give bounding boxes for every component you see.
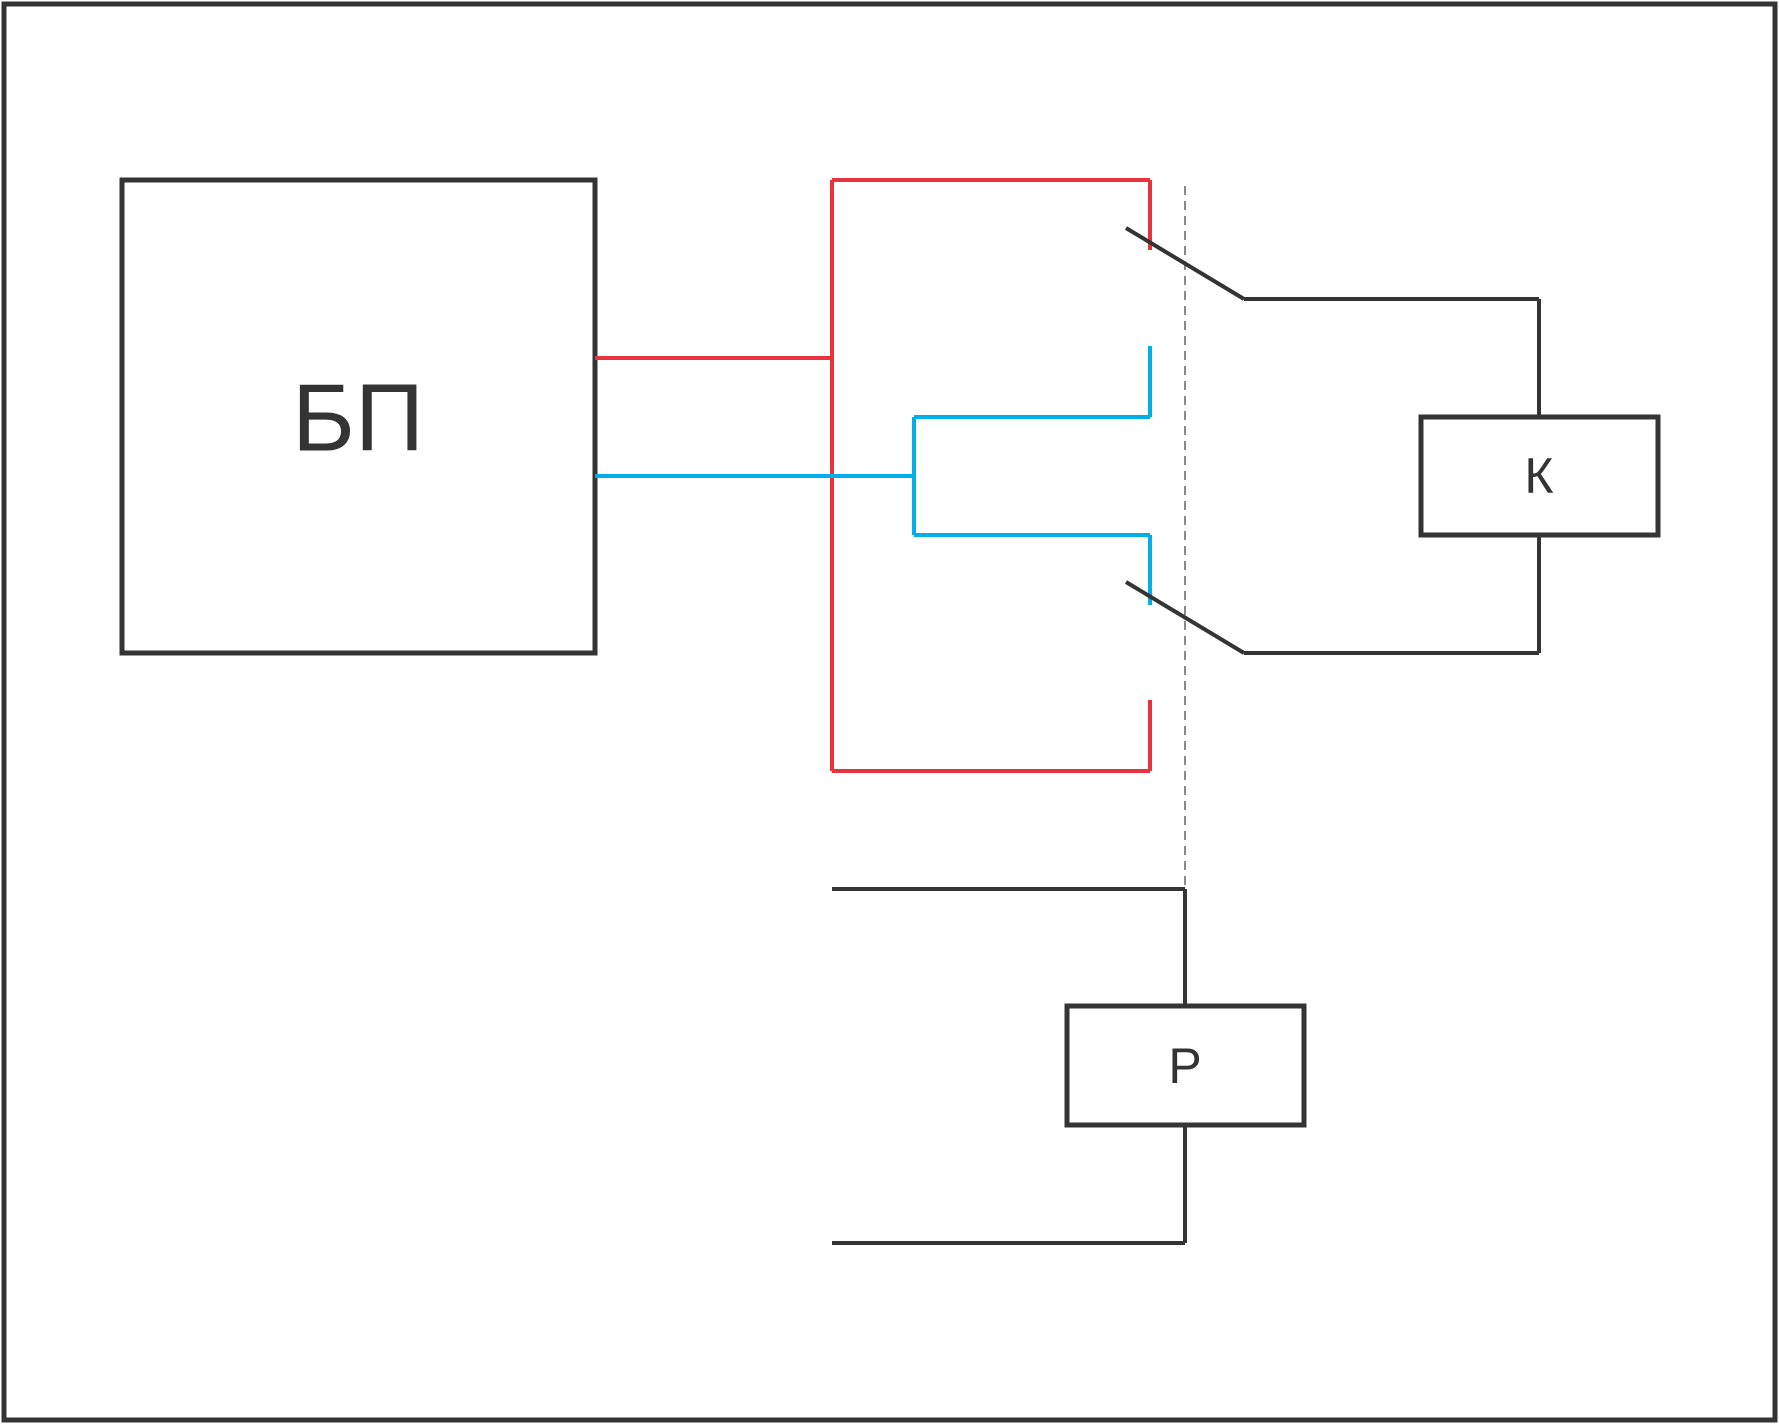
upper-switch-blade [1124,226,1246,301]
lower-switch-blade [1124,580,1246,655]
contactor-label: К [1524,448,1553,504]
switch-contacts [1124,226,1541,655]
contactor-block: К [1418,414,1661,538]
contactor-box [1418,414,1661,538]
negative-wire-group [595,346,1152,605]
power-supply-box [119,177,598,656]
relay-box [1064,1003,1307,1128]
power-supply-label: БП [292,365,424,472]
relay-label: Р [1168,1038,1201,1094]
relay-wiring [832,887,1187,1245]
power-supply-block: БП [119,177,598,656]
relay-block: Р [1064,1003,1307,1128]
